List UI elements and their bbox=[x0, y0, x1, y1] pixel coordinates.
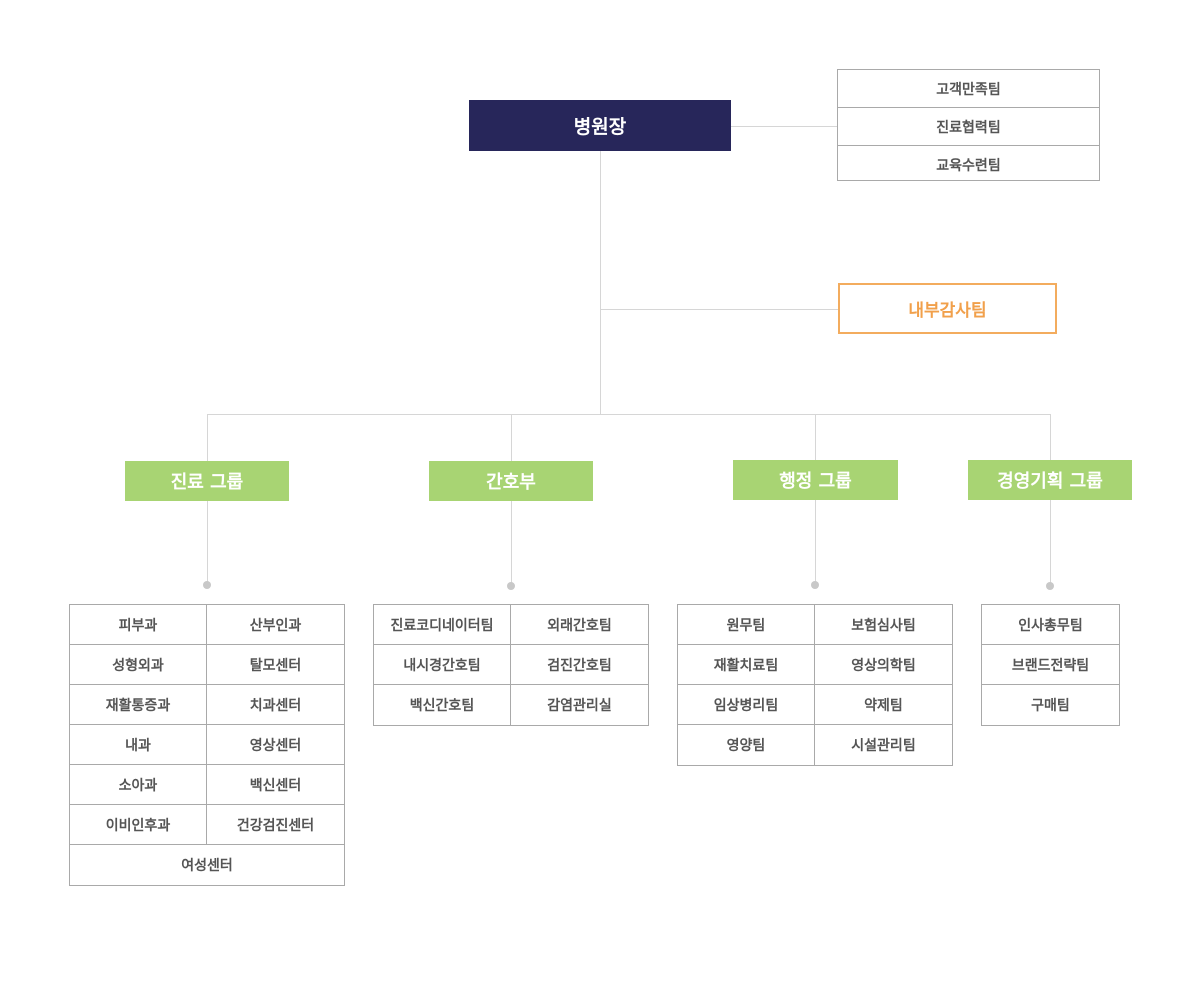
department-cell: 이비인후과 bbox=[70, 805, 207, 845]
staff-team-cell: 교육수련팀 bbox=[936, 157, 1001, 174]
group-dot-1 bbox=[203, 581, 211, 589]
team-cell: 재활치료팀 bbox=[678, 645, 815, 685]
group-drop-line-4 bbox=[1050, 414, 1051, 460]
group-drop-line-3 bbox=[815, 414, 816, 460]
internal-audit-box: 내부감사팀 bbox=[838, 283, 1057, 334]
audit-connector bbox=[600, 309, 838, 310]
group-dot-4 bbox=[1046, 582, 1054, 590]
group-label: 행정 그룹 bbox=[779, 471, 852, 492]
department-cell: 건강검진센터 bbox=[207, 805, 344, 845]
administration-team-grid: 원무팀 보험심사팀 재활치료팀 영상의학팀 임상병리팀 약제팀 영양팀 시설관리… bbox=[677, 604, 953, 766]
staff-team-cell: 고객만족팀 bbox=[838, 70, 1099, 108]
department-cell: 영상센터 bbox=[207, 725, 344, 765]
director-label: 병원장 bbox=[573, 116, 627, 138]
group-drop-line-2 bbox=[511, 414, 512, 461]
team-cell: 보험심사팀 bbox=[815, 605, 952, 645]
department-cell: 재활통증과 bbox=[70, 685, 207, 725]
nursing-team-grid: 진료코디네이터팀 외래간호팀 내시경간호팀 검진간호팀 백신간호팀 감염관리실 bbox=[373, 604, 649, 726]
management-team-grid: 인사총무팀 브랜드전략팀 구매팀 bbox=[981, 604, 1120, 726]
department-cell: 소아과 bbox=[70, 765, 207, 805]
department-cell: 탈모센터 bbox=[207, 645, 344, 685]
department-cell: 내과 bbox=[70, 725, 207, 765]
group-label: 진료 그룹 bbox=[170, 472, 244, 493]
team-cell: 백신간호팀 bbox=[374, 685, 511, 725]
team-cell: 영상의학팀 bbox=[815, 645, 952, 685]
staff-team-table: 고객만족팀 진료협력팀 교육수련팀 bbox=[837, 69, 1100, 181]
team-cell: 임상병리팀 bbox=[678, 685, 815, 725]
staff-team-cell: 진료협력팀 bbox=[838, 108, 1099, 146]
team-cell: 외래간호팀 bbox=[511, 605, 648, 645]
team-cell: 약제팀 bbox=[815, 685, 952, 725]
team-cell: 시설관리팀 bbox=[851, 738, 916, 754]
groups-bus-line bbox=[207, 414, 1051, 415]
team-cell: 브랜드전략팀 bbox=[982, 645, 1119, 685]
team-cell: 감염관리실 bbox=[547, 698, 612, 714]
group-label: 간호부 bbox=[486, 472, 536, 493]
department-cell: 백신센터 bbox=[207, 765, 344, 805]
director-box: 병원장 bbox=[469, 100, 731, 151]
group-stem-4 bbox=[1050, 500, 1051, 586]
staff-connector bbox=[731, 126, 838, 127]
internal-audit-label: 내부감사팀 bbox=[908, 301, 987, 321]
team-cell: 구매팀 bbox=[1031, 698, 1070, 714]
group-drop-line-1 bbox=[207, 414, 208, 461]
department-cell: 여성센터 bbox=[181, 858, 233, 874]
department-cell: 피부과 bbox=[70, 605, 207, 645]
group-stem-1 bbox=[207, 501, 208, 585]
group-dot-2 bbox=[507, 582, 515, 590]
medical-department-grid: 피부과 산부인과 성형외과 탈모센터 재활통증과 치과센터 내과 영상센터 소아… bbox=[69, 604, 345, 886]
group-label: 경영기획 그룹 bbox=[997, 471, 1103, 492]
trunk-line bbox=[600, 151, 601, 415]
department-cell: 산부인과 bbox=[207, 605, 344, 645]
group-dot-3 bbox=[811, 581, 819, 589]
department-cell: 성형외과 bbox=[70, 645, 207, 685]
team-cell: 진료코디네이터팀 bbox=[374, 605, 511, 645]
department-cell: 치과센터 bbox=[207, 685, 344, 725]
team-cell: 영양팀 bbox=[678, 725, 815, 765]
team-cell: 원무팀 bbox=[678, 605, 815, 645]
group-stem-2 bbox=[511, 501, 512, 586]
group-box-management-planning: 경영기획 그룹 bbox=[968, 460, 1132, 500]
group-box-nursing: 간호부 bbox=[429, 461, 593, 501]
group-stem-3 bbox=[815, 500, 816, 585]
group-box-administration: 행정 그룹 bbox=[733, 460, 898, 500]
team-cell: 내시경간호팀 bbox=[374, 645, 511, 685]
team-cell: 검진간호팀 bbox=[511, 645, 648, 685]
team-cell: 인사총무팀 bbox=[982, 605, 1119, 645]
group-box-medical: 진료 그룹 bbox=[125, 461, 289, 501]
